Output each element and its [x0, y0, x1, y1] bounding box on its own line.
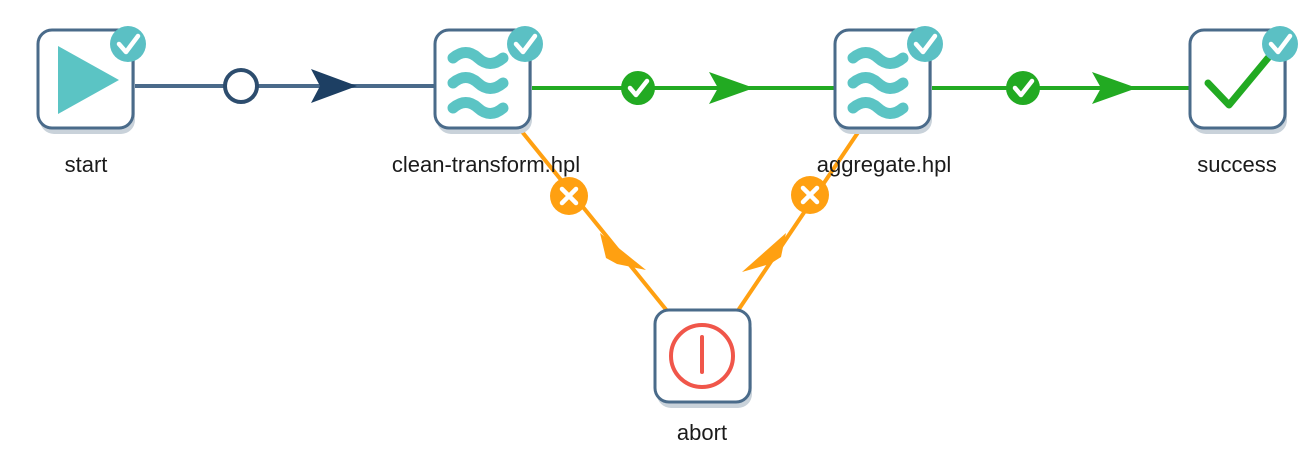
check-badge-green[interactable]: [621, 71, 655, 105]
node-aggregate[interactable]: aggregate.hpl: [817, 26, 952, 177]
hop-segment: [735, 126, 863, 314]
node-label-clean-transform: clean-transform.hpl: [392, 152, 580, 177]
arrow-head-icon: [311, 69, 357, 103]
check-icon: [1268, 33, 1293, 55]
hop-aggregate-to-abort[interactable]: [735, 126, 863, 314]
check-badge-green[interactable]: [1006, 71, 1040, 105]
check-icon: [513, 33, 538, 55]
check-badge-teal[interactable]: [1262, 26, 1298, 62]
hop-circle-marker[interactable]: [223, 68, 259, 104]
close-icon: [559, 186, 579, 206]
pipeline-waves-icon: [847, 47, 909, 119]
node-label-aggregate: aggregate.hpl: [817, 152, 952, 177]
node-label-start: start: [65, 152, 108, 177]
node-clean-transform[interactable]: clean-transform.hpl: [392, 26, 580, 177]
abort-power-icon: [669, 323, 735, 389]
check-badge-teal[interactable]: [907, 26, 943, 62]
check-icon: [116, 33, 141, 55]
node-label-abort: abort: [677, 420, 727, 445]
arrow-head-icon: [600, 233, 646, 270]
check-icon: [627, 78, 650, 98]
check-badge-teal[interactable]: [507, 26, 543, 62]
hop-segment: [517, 126, 670, 314]
node-start[interactable]: start: [36, 26, 146, 177]
check-icon: [913, 33, 938, 55]
arrow-head-icon: [742, 233, 786, 272]
check-badge-teal[interactable]: [110, 26, 146, 62]
close-icon: [800, 185, 820, 205]
hop-clean-transform-to-abort[interactable]: [517, 126, 670, 314]
check-icon: [1204, 54, 1272, 109]
play-icon: [58, 46, 119, 114]
arrow-head-icon: [709, 72, 754, 104]
check-icon: [1012, 78, 1035, 98]
node-label-success: success: [1197, 152, 1276, 177]
hop-aggregate-to-success[interactable]: [930, 71, 1190, 105]
hop-clean-transform-to-aggregate[interactable]: [530, 71, 835, 105]
pipeline-waves-icon: [447, 47, 509, 119]
node-abort[interactable]: abort: [653, 308, 752, 445]
hop-start-to-clean-transform[interactable]: [133, 68, 435, 104]
arrow-head-icon: [1092, 72, 1137, 104]
node-box[interactable]: [1188, 28, 1287, 130]
node-success[interactable]: success: [1188, 26, 1298, 177]
